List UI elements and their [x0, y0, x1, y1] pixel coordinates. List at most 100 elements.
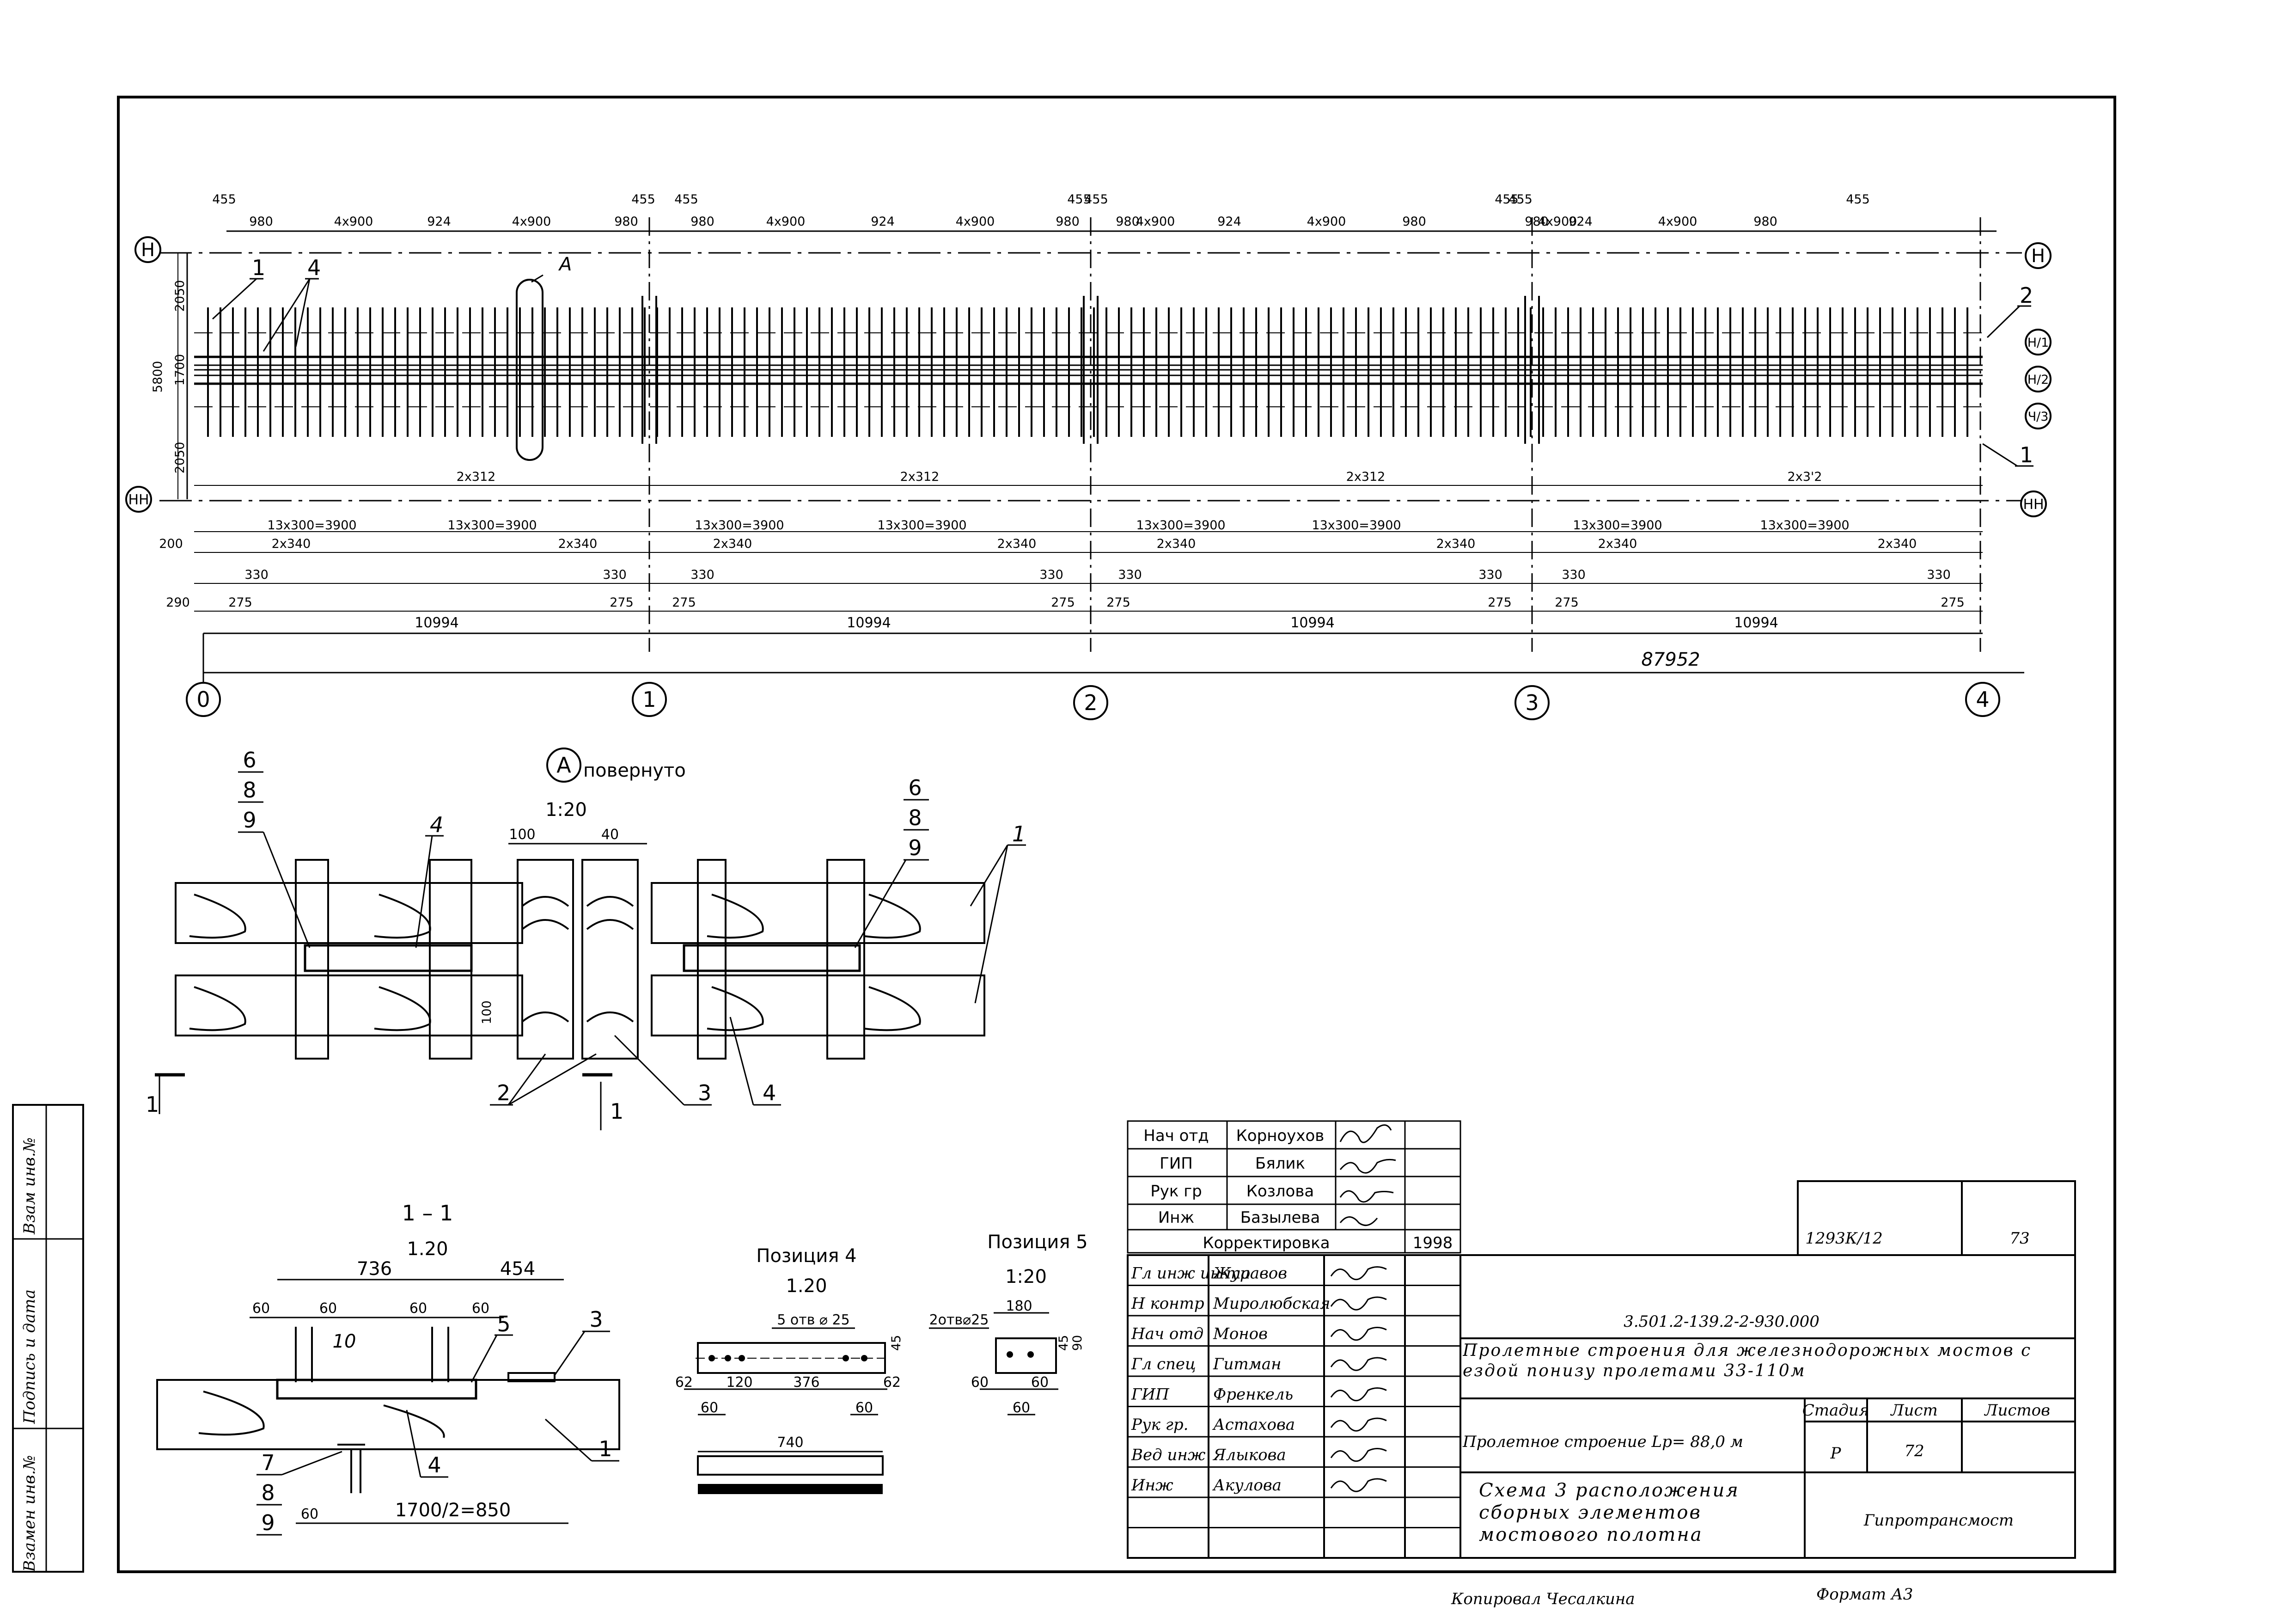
staff-role-4: ГИП — [1131, 1385, 1170, 1404]
corr-name-3: Козлова — [1246, 1182, 1314, 1201]
section-callout-1: 1 — [598, 1436, 612, 1461]
detail-A-right-8: 8 — [908, 805, 922, 830]
dim-312-0: 2х312 — [457, 470, 496, 484]
dim-3900-5: 13х300=3900 — [1312, 518, 1401, 533]
top-dim-19: 980 — [1402, 214, 1426, 229]
span-dim-3: 10994 — [1290, 615, 1334, 631]
staff-name-1: Миролюбская — [1213, 1294, 1330, 1313]
dim-3900-0: 13х300=3900 — [267, 518, 356, 533]
detail-A-mark: А — [556, 753, 571, 778]
mark-Ch3-right — [2025, 403, 2052, 429]
axis-marker-4 — [1965, 682, 2000, 717]
axis-label-0: 0 — [196, 687, 210, 712]
axis-label-3: 3 — [1525, 690, 1539, 715]
detail-A-dim-100-v: 100 — [480, 1000, 494, 1024]
section-dim-60-a: 60 — [252, 1300, 270, 1317]
staff-name-5: Астахова — [1212, 1416, 1295, 1434]
mark-H-left-text: Н — [141, 239, 155, 261]
top-dim-27: 455 — [1846, 192, 1870, 207]
position-5: Позиция 5 1:20 2отв⌀25 180 45 90 60 60 6… — [929, 1232, 1088, 1416]
axis-marker-2 — [1073, 685, 1108, 720]
copied-by: Копировал Чесалкина — [1451, 1590, 1635, 1608]
top-dim-26: 980 — [1753, 214, 1777, 229]
dim-312-3: 2х3'2 — [1788, 470, 1822, 484]
axis-label-1: 1 — [642, 687, 656, 712]
staff-signature-2 — [1330, 1327, 1387, 1341]
dim-330-1: 330 — [603, 568, 627, 582]
sheet-frame — [117, 96, 2116, 1573]
top-dim-11: 4х900 — [956, 214, 995, 229]
dim-340-7: 2х340 — [1878, 537, 1917, 551]
staff-signature-3 — [1330, 1357, 1387, 1371]
top-dim-15: 980 — [1116, 214, 1140, 229]
dim-3900-4: 13х300=3900 — [1136, 518, 1225, 533]
section-stack-8: 8 — [261, 1480, 275, 1505]
staff-name-4: Френкель — [1213, 1385, 1293, 1404]
dim-312-1: 2х312 — [900, 470, 940, 484]
mark-H-right-text: Н — [2031, 245, 2045, 267]
pos4-dim-60b: 60 — [855, 1400, 873, 1416]
dim-340-1: 2х340 — [558, 537, 598, 551]
mark-HH-left-text: НН — [128, 492, 149, 508]
pos4-dim-45: 45 — [889, 1335, 904, 1351]
section-1-1: 1 – 1 1.20 736 454 60 60 60 60 10 5 3 — [156, 1201, 620, 1536]
staff-name-7: Акулова — [1212, 1476, 1282, 1495]
detail-A-callout-4b: 4 — [763, 1080, 776, 1105]
section-callout-10: 10 — [333, 1331, 356, 1352]
detail-A-callout-1: 1 — [1012, 821, 1026, 846]
corr-role-2: ГИП — [1160, 1154, 1193, 1173]
plan-callout-4-left: 4 — [307, 255, 321, 280]
left-dim-5800: 5800 — [151, 361, 165, 393]
dim-275-4: 275 — [1106, 595, 1130, 610]
pos5-plate — [995, 1337, 1057, 1374]
corr-role-4: Инж — [1158, 1208, 1194, 1227]
sheets-label: Листов — [1984, 1401, 2050, 1420]
top-dim-4: 4х900 — [512, 214, 551, 229]
dim-275-1: 275 — [610, 595, 634, 610]
dim-275-3: 275 — [1051, 595, 1075, 610]
corr-name-4: Базылева — [1240, 1208, 1320, 1227]
staff-signature-5 — [1330, 1417, 1387, 1432]
section-mark-left: 1 — [146, 1092, 159, 1117]
pos4-dim-120: 120 — [726, 1374, 752, 1391]
section-bottom-60: 60 — [301, 1506, 318, 1522]
staff-name-2: Монов — [1213, 1325, 1268, 1343]
top-dim-16: 4х900 — [1136, 214, 1175, 229]
plan-callout-2-right: 2 — [2020, 283, 2033, 308]
dim-3900-7: 13х300=3900 — [1760, 518, 1849, 533]
detail-A-scale: 1:20 — [545, 799, 587, 821]
span-joints — [641, 296, 1540, 444]
detail-A-rotated: повернуто — [583, 760, 686, 781]
pos4-dim-62a: 62 — [675, 1374, 693, 1391]
corr-label: Корректировка — [1203, 1234, 1330, 1252]
top-dim-1: 980 — [249, 214, 273, 229]
axis-marker-0 — [186, 682, 221, 717]
dim-330-2: 330 — [690, 568, 714, 582]
mark-HH-left — [125, 486, 152, 513]
stamp-inv: Взам инв.№ — [20, 1137, 39, 1235]
correction-table: Нач отд Корноухов ГИП Бялик Рук гр Козло… — [1127, 1120, 1461, 1254]
staff-name-3: Гитман — [1213, 1355, 1282, 1373]
axis-marker-1 — [632, 682, 667, 717]
top-dim-21: 455 — [1508, 192, 1533, 207]
top-dim-14: 455 — [1084, 192, 1108, 207]
pos4-profile — [697, 1455, 884, 1476]
staff-role-0: Гл инж ин-та — [1131, 1264, 1250, 1283]
mark-H2-right — [2025, 366, 2052, 392]
staff-role-5: Рук гр. — [1131, 1416, 1188, 1434]
plan-callout-1-left: 1 — [252, 255, 265, 280]
corr-role-1: Нач отд — [1143, 1127, 1209, 1145]
section-stack-7: 7 — [261, 1450, 275, 1475]
dim-3900-6: 13х300=3900 — [1573, 518, 1662, 533]
top-dim-9: 4х900 — [766, 214, 806, 229]
staff-name-0: Журавов — [1212, 1264, 1287, 1283]
detail-A-right-9: 9 — [908, 835, 922, 860]
pos4-dim-740: 740 — [777, 1434, 803, 1451]
sheet-label: Лист — [1890, 1401, 1938, 1420]
pos4-scale: 1.20 — [786, 1275, 827, 1297]
dim-200: 200 — [159, 537, 183, 551]
staff-signature-7 — [1330, 1478, 1387, 1492]
